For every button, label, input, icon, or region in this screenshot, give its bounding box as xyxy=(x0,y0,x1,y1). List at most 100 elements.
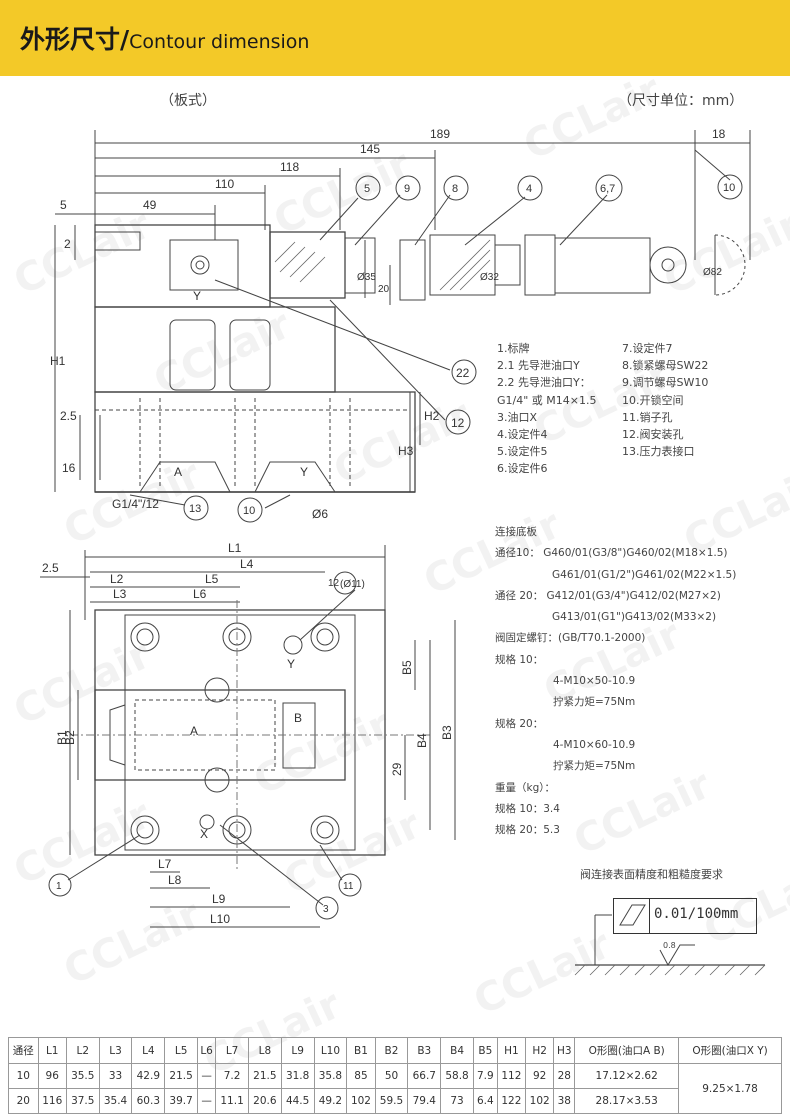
dim-text: 5 xyxy=(60,198,67,212)
table-cell: 28 xyxy=(553,1063,576,1089)
mount-hole xyxy=(130,815,160,845)
callout-11 xyxy=(338,873,362,897)
mount-hole-inner xyxy=(136,821,154,839)
leader-13 xyxy=(129,494,186,506)
legend-item: 8.锁紧螺母SW22 xyxy=(622,359,709,373)
port-label: B xyxy=(294,711,302,725)
callout-text: 22 xyxy=(456,366,470,380)
dim-text: 29 xyxy=(390,762,404,776)
callout-text: 10 xyxy=(243,505,255,517)
centerlines xyxy=(70,600,430,870)
table-header-cell: O形圈(油口X Y) xyxy=(678,1037,782,1064)
table-cell: 50 xyxy=(374,1063,409,1089)
callout-8 xyxy=(443,175,469,201)
callout-text: 12 xyxy=(451,416,465,430)
table-cell: 6.4 xyxy=(472,1088,498,1114)
table-header-cell: B2 xyxy=(374,1037,409,1064)
callout-10 xyxy=(717,174,743,200)
table-cell: 35.8 xyxy=(313,1063,348,1089)
table-cell: 21.5 xyxy=(164,1063,198,1089)
connection-line: 通径10： G460/01(G3/8")G460/02(M18×1.5) xyxy=(495,547,728,560)
connection-line: 规格 10：3.4 xyxy=(495,802,560,815)
table-cell: 58.8 xyxy=(440,1063,474,1089)
plan-body xyxy=(94,609,386,856)
table-cell: 79.4 xyxy=(407,1088,442,1114)
unit-label: （尺寸单位：mm） xyxy=(618,93,744,109)
page-title: 外形尺寸/Contour dimension xyxy=(20,20,309,56)
callout-13 xyxy=(183,495,209,521)
dim-text: L5 xyxy=(205,572,219,586)
connection-line: 4-M10×60-10.9 xyxy=(553,738,636,751)
callout-3 xyxy=(315,896,339,920)
callout-text: 5 xyxy=(364,183,370,195)
callout-9 xyxy=(395,175,421,201)
dim-text: 2.5 xyxy=(60,409,77,423)
table-cell: 96 xyxy=(37,1063,67,1089)
port-label: A xyxy=(190,724,198,738)
table-cell: 73 xyxy=(440,1088,474,1114)
dim-text: L3 xyxy=(113,587,127,601)
callout-4 xyxy=(517,175,543,201)
title-en: Contour dimension xyxy=(129,31,310,53)
lock-body xyxy=(524,234,556,296)
table-header-cell: L7 xyxy=(215,1037,249,1064)
table-cell: 66.7 xyxy=(407,1063,442,1089)
legend-item: 6.设定件6 xyxy=(497,462,548,476)
table-cell: 38 xyxy=(553,1088,576,1114)
table-header-cell: L4 xyxy=(131,1037,166,1064)
table-cell: 37.5 xyxy=(65,1088,100,1114)
dim-text: Ø6 xyxy=(312,507,328,521)
callout-12 xyxy=(445,409,471,435)
callout-1 xyxy=(48,873,72,897)
legend-item: 7.设定件7 xyxy=(622,342,673,355)
table-header-cell: B5 xyxy=(472,1037,498,1064)
connection-line: 重量（kg）： xyxy=(495,781,555,794)
port-label: Y xyxy=(193,289,201,303)
connection-line: 规格 10： xyxy=(495,653,544,666)
legend-item: 2.2 先导泄油口Y： xyxy=(497,376,591,390)
port-label: A xyxy=(174,465,182,479)
table-cell: 7.2 xyxy=(215,1063,249,1089)
dim-text: Ø32 xyxy=(480,272,499,283)
mount-hole xyxy=(310,815,340,845)
leader-3 xyxy=(219,824,324,906)
table-cell: 44.5 xyxy=(280,1088,315,1114)
table-cell: 116 xyxy=(37,1088,67,1114)
connection-title: 连接底板 xyxy=(495,526,537,538)
port-y-shape xyxy=(254,461,336,493)
connection-lines: 通径10： G460/01(G3/8")G460/02(M18×1.5)G461… xyxy=(495,543,755,841)
port-label: X xyxy=(200,827,208,841)
legend-row: 1.标牌 7.设定件7 xyxy=(497,340,747,357)
nameplate xyxy=(94,231,141,251)
port-y-hole xyxy=(190,255,210,275)
table-header-cell: L2 xyxy=(65,1037,100,1064)
table-header-cell: L8 xyxy=(247,1037,282,1064)
connection-line: 通径 20： G412/01(G3/4")G412/02(M27×2) xyxy=(495,589,721,602)
callout-text: 11 xyxy=(343,881,354,892)
connection-line: 4-M10×50-10.9 xyxy=(553,675,636,688)
table-header-cell: H2 xyxy=(525,1037,555,1064)
table-cell: 33 xyxy=(98,1063,133,1089)
mount-hole-inner xyxy=(316,628,334,646)
table-header-cell: H1 xyxy=(496,1037,527,1064)
leader-10b xyxy=(264,494,291,509)
legend-item: 12.阀安装孔 xyxy=(622,428,684,442)
legend-item: 1.标牌 xyxy=(497,342,530,355)
leader-12b xyxy=(299,589,356,641)
dim-text: 20 xyxy=(378,284,390,295)
table-cell: 92 xyxy=(525,1063,555,1089)
lock-key xyxy=(649,246,687,284)
roughness-value: 0.8 xyxy=(663,941,676,950)
rotated-dim-texts: B1 B2 B3 B4 B5 29 xyxy=(55,660,454,776)
callout-text: 6,7 xyxy=(600,183,615,195)
dim-text: H2 xyxy=(424,409,440,423)
callout-text: 13 xyxy=(189,503,201,515)
connection-info: 连接底板 通径10： G460/01(G3/8")G460/02(M18×1.5… xyxy=(495,522,755,841)
dim-text: L9 xyxy=(212,892,226,906)
port-y-hole-inner xyxy=(195,260,205,270)
legend-item: 9.调节螺母SW10 xyxy=(622,376,709,390)
table-header-cell: B1 xyxy=(346,1037,376,1064)
